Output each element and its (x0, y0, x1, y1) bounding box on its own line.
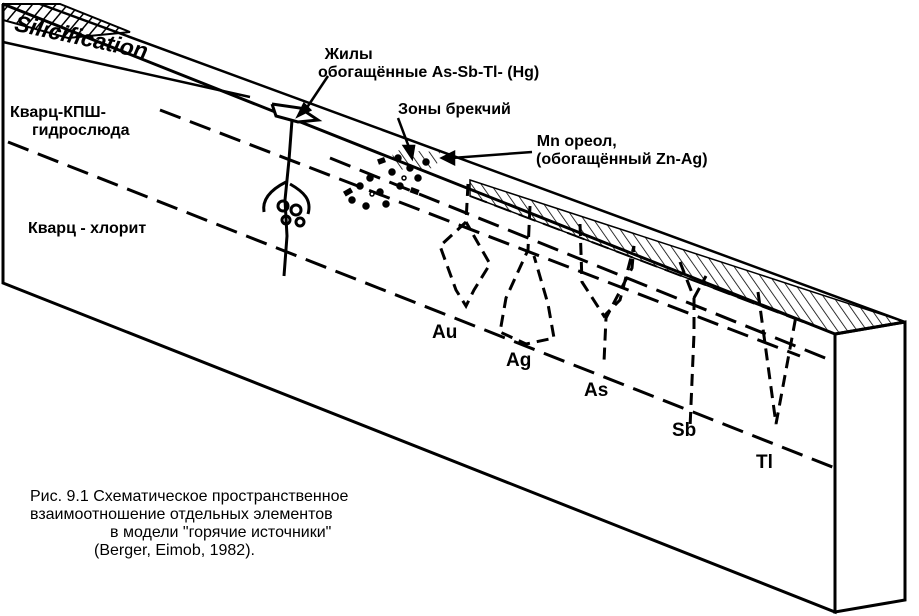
zone-boundary-upper (159, 108, 801, 358)
caption-line-1: Рис. 9.1 Схематическое пространственное (30, 488, 349, 505)
feature-label-mn-halo-line-1: Mn ореол, (536, 133, 617, 150)
silicification-band (2, 3, 131, 40)
feature-label-veins-line-2: обогащённые As-Sb-Tl- (Hg) (318, 64, 540, 82)
caption-line-2: взаимоотношение отдельных элементов (30, 506, 333, 523)
zone-label-quartz-kfs: Кварц-КПШ- гидрослюда (10, 104, 130, 141)
element-halos (438, 183, 798, 429)
figure-caption: Рис. 9.1 Схематическое пространственное … (30, 488, 540, 560)
element-label-ag: Ag (506, 350, 532, 371)
leader-lines (295, 75, 533, 167)
zone-label-quartz-kfs-line-2: гидрослюда (32, 122, 130, 140)
feature-label-breccia: Зоны брекчий (398, 101, 511, 118)
halo-tl (756, 291, 798, 425)
silicification-top-line (39, 2, 906, 324)
leader-veins (302, 75, 330, 113)
block-end-face (833, 320, 907, 614)
mn-halo-lower-edge (469, 195, 836, 335)
element-label-au: Au (432, 322, 458, 343)
vein-branch-right (289, 182, 311, 215)
feature-label-mn-halo: Mn ореол, (обогащённый Zn-Ag) (536, 133, 708, 170)
feature-label-mn-halo-line-2: (обогащённый Zn-Ag) (536, 151, 708, 169)
leader-breccia (396, 117, 412, 151)
caption-line-4: (Berger, Eimob, 1982). (94, 542, 255, 559)
feature-label-veins: Жилы обогащённые As-Sb-Tl- (Hg) (318, 46, 539, 83)
zone-label-quartz-kfs-line-1: Кварц-КПШ- (10, 104, 106, 121)
leader-mn-halo (451, 150, 533, 160)
vein-surface-outcrop (270, 102, 323, 124)
breccia-hatch (392, 150, 440, 170)
halo-ag (498, 205, 556, 346)
element-label-tl: Tl (756, 452, 773, 473)
element-label-sb: Sb (672, 420, 697, 441)
halo-sb (678, 261, 708, 429)
feature-label-veins-line-1: Жилы (324, 46, 373, 63)
element-label-as: As (584, 380, 609, 401)
zone-boundary-middle (7, 140, 836, 470)
caption-line-3: в модели "горячие источники" (110, 524, 332, 541)
halo-au (438, 183, 492, 310)
zone-label-quartz-chlorite: Кварц - хлорит (28, 220, 147, 237)
silicification-lower-line (2, 40, 251, 99)
halo-as (578, 223, 636, 363)
vein-system (262, 102, 323, 277)
zone-boundary-lower (329, 156, 836, 364)
vein-branch-left (262, 180, 287, 213)
